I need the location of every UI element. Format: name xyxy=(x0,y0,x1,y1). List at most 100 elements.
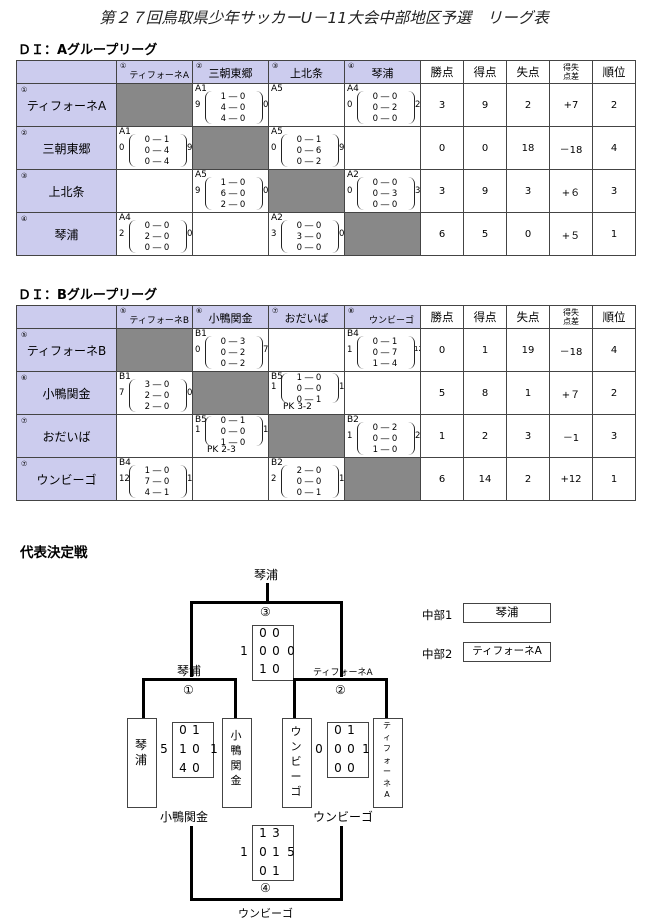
period-score: 0 ― 0 xyxy=(372,92,398,102)
match-result-cell xyxy=(192,457,269,501)
semi2-right-team xyxy=(373,718,403,808)
total-right: 1 xyxy=(187,474,193,484)
match-code: B1 xyxy=(119,372,131,383)
total-left: 12 xyxy=(119,474,130,484)
total-right: 0 xyxy=(263,186,269,196)
semi2-bottom-label: ウンビーゴ xyxy=(313,810,374,824)
bracket-line xyxy=(385,678,388,718)
total-right: 12 xyxy=(414,345,420,353)
period-score: 0 ― 3 xyxy=(372,189,398,199)
semi1-cell: 4 xyxy=(179,761,187,775)
group-b-stat-value: 3 xyxy=(592,414,636,458)
total-left: 9 xyxy=(195,186,201,196)
match3-score-grid xyxy=(252,625,294,681)
total-left: 0 xyxy=(271,143,277,153)
score-bracket xyxy=(281,373,339,403)
period-score: 0 ― 4 xyxy=(144,157,170,167)
team-number: ⑥ xyxy=(196,307,203,315)
vertical-char: フ xyxy=(383,744,391,753)
group-a-heading: ＤＩ：Aグループリーグ xyxy=(18,43,158,58)
match-code: A2 xyxy=(271,213,283,224)
period-score: 0 ― 4 xyxy=(144,146,170,156)
period-score: 0 ― 2 xyxy=(296,157,322,167)
vertical-char: 琴 xyxy=(134,738,147,752)
group-a-stat-value: +５ xyxy=(549,212,593,256)
period-score: 1 ― 0 xyxy=(144,466,170,476)
team-name: 小鴨関金 xyxy=(208,312,253,325)
group-a-stat-header: 得失点差 xyxy=(549,60,593,84)
period-score: 0 ― 0 xyxy=(220,427,246,437)
match-code: B2 xyxy=(271,458,283,469)
period-score: 0 ― 3 xyxy=(220,337,246,347)
score-bracket xyxy=(129,134,187,167)
period-score: 0 ― 1 xyxy=(296,135,322,145)
period-score: 4 ― 1 xyxy=(144,488,170,498)
period-score: 2 ― 0 xyxy=(144,232,170,242)
match-code: A1 xyxy=(195,84,207,95)
match4-cell: 0 xyxy=(259,845,267,859)
total-left: 7 xyxy=(119,388,125,398)
total-left: 1 xyxy=(347,431,353,441)
bracket-line xyxy=(190,898,343,901)
group-a-stat-value: 0 xyxy=(420,126,464,170)
match-code: B4 xyxy=(347,329,359,340)
score-bracket xyxy=(205,177,263,210)
self-match-cell xyxy=(192,126,269,170)
match4-label: ④ xyxy=(260,881,271,895)
self-match-cell xyxy=(344,457,421,501)
match-code: B2 xyxy=(347,415,359,426)
match-result-cell xyxy=(192,212,269,256)
vertical-char: 小 xyxy=(230,729,242,742)
total-left: 0 xyxy=(347,186,353,196)
group-b-stat-value: 1 xyxy=(463,328,507,372)
period-score: 1 ― 0 xyxy=(220,178,246,188)
team-name: 小鴨関金 xyxy=(42,386,91,401)
semi1-label: ① xyxy=(183,683,194,697)
bracket-line xyxy=(340,826,343,900)
period-score: 1 ― 4 xyxy=(372,359,398,369)
total-left: 2 xyxy=(119,229,125,239)
period-score: 0 ― 1 xyxy=(296,488,322,498)
team-name: ティフォーネB xyxy=(26,343,107,358)
vertical-char: 関 xyxy=(230,759,242,772)
period-score: 2 ― 0 xyxy=(144,391,170,401)
self-match-cell xyxy=(268,414,345,458)
team-name: ティフォーネA xyxy=(26,98,107,113)
semi2-label: ② xyxy=(335,683,346,697)
team-name: 琴浦 xyxy=(371,67,394,80)
group-b-stat-header: 順位 xyxy=(592,305,636,329)
team-name: おだいば xyxy=(42,429,91,444)
match-code: A5 xyxy=(195,170,207,181)
rep1-team: 琴浦 xyxy=(463,603,551,623)
self-match-cell xyxy=(344,212,421,256)
period-score: 0 ― 1 xyxy=(220,416,246,426)
semi1-cell: 0 xyxy=(179,723,187,737)
semi2-cell: 0 xyxy=(334,761,342,775)
score-bracket xyxy=(129,379,187,412)
period-score: 0 ― 0 xyxy=(296,243,322,253)
match-code: B4 xyxy=(119,458,131,469)
total-right: 3 xyxy=(415,186,421,196)
period-score: 0 ― 0 xyxy=(372,200,398,210)
group-b-stat-value: 14 xyxy=(463,457,507,501)
team-name: 上北条 xyxy=(290,67,323,80)
match3-cell: 0 xyxy=(259,626,267,640)
vertical-char: A xyxy=(384,790,390,799)
match-result-cell: A5 xyxy=(268,83,345,127)
group-a-stat-value: 18 xyxy=(506,126,550,170)
semi1-left-team xyxy=(127,718,157,808)
match-code: A1 xyxy=(119,127,131,138)
match4-cell: 1 xyxy=(272,845,280,859)
semi2-total-left: 0 xyxy=(315,742,323,756)
